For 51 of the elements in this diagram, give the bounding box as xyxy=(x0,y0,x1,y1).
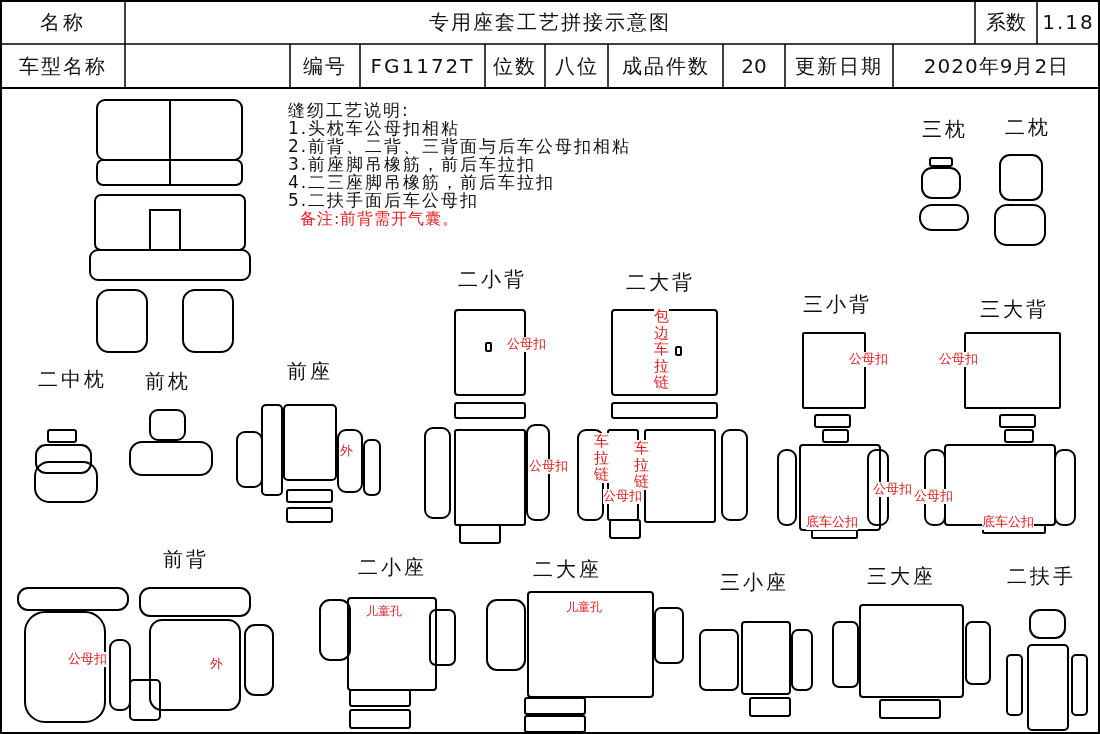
section-title: 三小背 xyxy=(803,293,872,316)
header-label: 编号 xyxy=(302,52,348,80)
header-label: 更新日期 xyxy=(794,52,884,80)
header-value: 八位 xyxy=(553,52,600,80)
annotation: 公母扣 xyxy=(914,489,953,504)
section-title: 前背 xyxy=(163,548,209,571)
annotation: 公母扣 xyxy=(939,352,978,367)
sewing-note: 1.头枕车公母扣相粘 xyxy=(288,119,461,138)
section-title: 三小座 xyxy=(720,571,789,594)
section-title: 二大座 xyxy=(533,558,602,581)
annotation: 儿童孔 xyxy=(566,601,602,615)
sewing-note: 5.二扶手面后车公母扣 xyxy=(288,191,480,210)
annotation: 底车公扣 xyxy=(806,515,858,530)
section-title: 三大背 xyxy=(980,298,1049,321)
sewing-note: 3.前座脚吊橡筋，前后车拉扣 xyxy=(288,155,537,174)
annotation: 公母扣 xyxy=(507,337,546,352)
section-title: 二扶手 xyxy=(1007,565,1076,588)
section-title: 二小座 xyxy=(358,556,427,579)
annotation: 公母扣 xyxy=(68,652,107,667)
sewing-note: 2.前背、二背、三背面与后车公母扣相粘 xyxy=(288,137,632,156)
header-value: 20 xyxy=(740,52,768,80)
header-label: 名称 xyxy=(38,8,87,36)
header-label: 系数 xyxy=(985,8,1027,36)
header-value: 1.18 xyxy=(1041,8,1096,36)
section-title: 三枕 xyxy=(922,118,968,141)
annotation: 公母扣 xyxy=(529,459,568,474)
header-value: 2020年9月2日 xyxy=(922,52,1071,80)
annotation: 外 xyxy=(340,444,353,459)
annotation: 车拉链 xyxy=(634,440,649,490)
annotation: 底车公扣 xyxy=(982,515,1034,530)
section-title: 二小背 xyxy=(458,268,527,291)
annotation: 公母扣 xyxy=(603,489,642,504)
sewing-note: 4.二三座脚吊橡筋，前后车拉扣 xyxy=(288,173,556,192)
section-title: 前枕 xyxy=(145,370,191,393)
section-title: 二中枕 xyxy=(38,368,107,391)
annotation: 公母扣 xyxy=(849,352,888,367)
header-label: 成品件数 xyxy=(620,52,711,80)
section-title: 前座 xyxy=(287,360,333,383)
annotation: 外 xyxy=(210,657,223,672)
annotation: 公母扣 xyxy=(873,482,912,497)
header-value: FG1172T xyxy=(369,52,476,80)
section-title: 二大背 xyxy=(626,271,695,294)
annotation: 儿童孔 xyxy=(366,605,402,619)
header-label: 位数 xyxy=(492,52,538,80)
annotation: 包边车拉链 xyxy=(654,308,669,391)
annotation: 车拉链 xyxy=(594,433,609,483)
section-title: 二枕 xyxy=(1005,116,1051,139)
header-label: 车型名称 xyxy=(17,52,108,80)
section-title: 三大座 xyxy=(867,565,936,588)
sewing-note: 缝纫工艺说明: xyxy=(288,101,410,120)
diagram-title: 专用座套工艺拼接示意图 xyxy=(428,8,672,36)
